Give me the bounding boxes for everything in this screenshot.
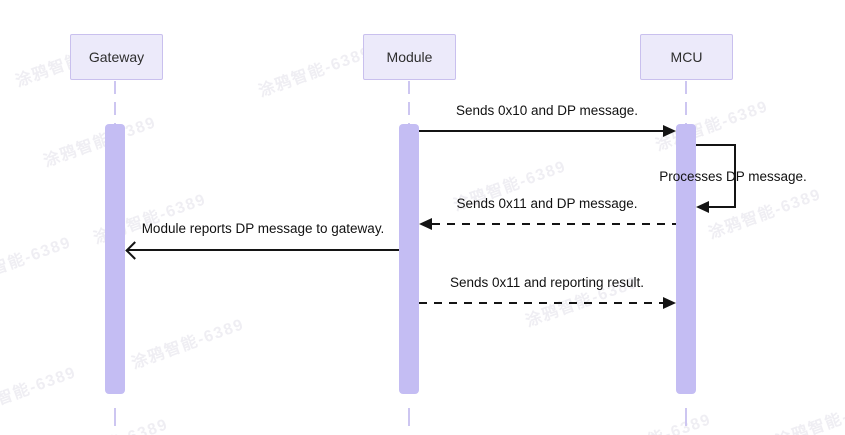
participant-module: Module	[363, 34, 456, 80]
watermark-text: 涂鸦智能-6389	[0, 234, 74, 291]
watermark-text: 涂鸦智能-6389	[706, 186, 824, 243]
participant-gateway: Gateway	[70, 34, 163, 80]
activation-bar-gateway	[105, 124, 125, 394]
message-1-arrowhead	[663, 125, 676, 137]
message-4-arrowhead	[125, 241, 144, 260]
lifeline-gateway-top	[114, 81, 116, 124]
watermark-text: 涂鸦智能-6389	[256, 44, 374, 101]
message-5-arrowhead	[663, 297, 676, 309]
message-5-line	[419, 302, 664, 304]
self-loop-right-line	[734, 144, 736, 208]
lifeline-module-top	[408, 81, 410, 124]
watermark-text: 涂鸦智能-6389	[0, 364, 79, 421]
participant-mcu: MCU	[640, 34, 733, 80]
lifeline-mcu-bottom	[685, 395, 687, 428]
watermark-text: 涂鸦智能-6389	[51, 410, 171, 435]
watermark-text: 涂鸦智能-6389	[129, 316, 247, 373]
watermark-text: 涂鸦智能-6389	[653, 98, 771, 155]
watermark-text: 涂鸦智能-6389	[41, 114, 159, 171]
watermark-text: 涂鸦智能-6389	[594, 405, 714, 435]
self-loop-top-line	[696, 144, 736, 146]
activation-bar-mcu	[676, 124, 696, 394]
message-5-label: Sends 0x11 and reporting result.	[449, 275, 645, 290]
activation-bar-module	[399, 124, 419, 394]
message-3-label: Sends 0x11 and DP message.	[456, 196, 638, 211]
message-3-line	[432, 223, 676, 225]
message-1-line	[419, 130, 664, 132]
message-4-line	[128, 249, 399, 251]
watermark-text: 涂鸦智能-6389	[773, 394, 845, 435]
message-3-arrowhead	[419, 218, 432, 230]
message-1-label: Sends 0x10 and DP message.	[455, 103, 639, 118]
lifeline-mcu-top	[685, 81, 687, 124]
lifeline-gateway-bottom	[114, 395, 116, 428]
message-4-label: Module reports DP message to gateway.	[141, 221, 385, 236]
lifeline-module-bottom	[408, 395, 410, 428]
self-loop-bottom-line	[709, 206, 736, 208]
self-loop-arrowhead	[696, 201, 709, 213]
message-2-label: Processes DP message.	[659, 169, 807, 184]
